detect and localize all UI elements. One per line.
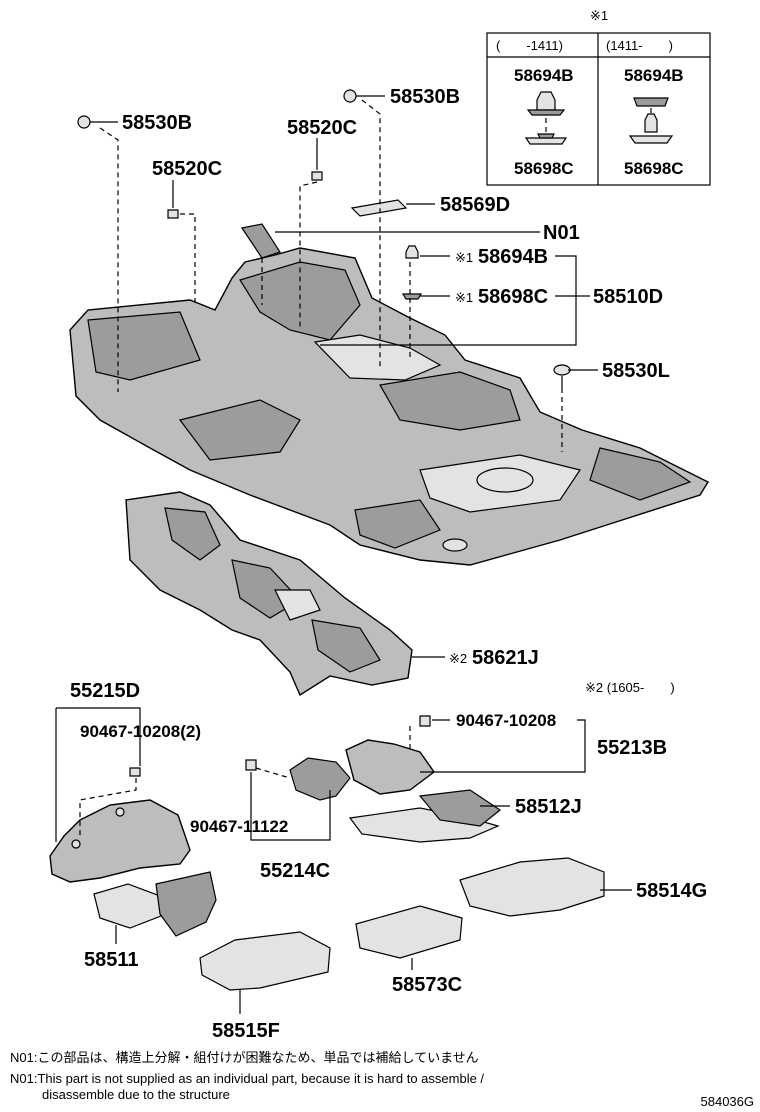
inset-table: ※1 ( -1411) (1411- ) 58694B 58694B 58698… bbox=[486, 8, 711, 186]
inset-col2-top: 58694B bbox=[624, 66, 684, 85]
note-n01-japanese: N01:この部品は、構造上分解・組付けが困難なため、単品では補給していません bbox=[10, 1050, 479, 1065]
clip-old-icon bbox=[524, 91, 568, 145]
silencer-58621J bbox=[125, 491, 413, 697]
callout-90467-10208: 90467-10208 bbox=[456, 711, 556, 730]
floor-carpet-58510D bbox=[69, 247, 709, 566]
callout-58698C-mark: ※1 bbox=[455, 290, 473, 305]
callout-58573C: 58573C bbox=[392, 974, 462, 996]
lower-parts bbox=[49, 715, 605, 991]
callout-58520C-top: 58520C bbox=[287, 117, 357, 139]
callout-58694B: 58694B bbox=[478, 246, 548, 268]
callout-58621J-mark: ※2 bbox=[449, 651, 467, 666]
lower-leaders bbox=[55, 707, 632, 1014]
callout-55214C: 55214C bbox=[260, 860, 330, 882]
callout-58520C-left: 58520C bbox=[152, 158, 222, 180]
inset-col2-bottom: 58698C bbox=[624, 159, 684, 178]
inset-col1-top: 58694B bbox=[514, 66, 574, 85]
note-2-range: ※2 (1605- ) bbox=[585, 680, 675, 695]
clip-new-icon bbox=[628, 97, 674, 144]
clips-top bbox=[77, 89, 571, 388]
note-n01-english-line1: N01:This part is not supplied as an indi… bbox=[10, 1071, 485, 1086]
inset-title: ※1 bbox=[590, 8, 608, 23]
leader-lines bbox=[275, 231, 598, 658]
callout-58512J: 58512J bbox=[515, 796, 582, 818]
inset-col1-bottom: 58698C bbox=[514, 159, 574, 178]
callout-58514G: 58514G bbox=[636, 880, 707, 902]
dashed-leaders bbox=[99, 99, 563, 452]
callout-N01: N01 bbox=[543, 222, 580, 244]
inset-col1-header: ( -1411) bbox=[496, 38, 563, 53]
callout-58530B-left: 58530B bbox=[122, 112, 192, 134]
callout-58510D: 58510D bbox=[593, 286, 663, 308]
callout-58621J: 58621J bbox=[472, 647, 539, 669]
callout-55215D: 55215D bbox=[70, 680, 140, 702]
inset-col2-header: (1411- ) bbox=[606, 38, 673, 53]
diagram-code: 584036G bbox=[700, 1094, 755, 1109]
callout-58694B-mark: ※1 bbox=[455, 250, 473, 265]
callout-58530B-top: 58530B bbox=[390, 86, 460, 108]
note-n01-english-line2: disassemble due to the structure bbox=[42, 1087, 230, 1102]
callout-58530L: 58530L bbox=[602, 360, 670, 382]
callout-58569D: 58569D bbox=[440, 194, 510, 216]
callout-58511: 58511 bbox=[84, 949, 139, 971]
callout-55213B: 55213B bbox=[597, 737, 667, 759]
callout-90467-11122: 90467-11122 bbox=[190, 817, 288, 836]
callout-58515F: 58515F bbox=[212, 1020, 280, 1042]
callout-58698C: 58698C bbox=[478, 286, 548, 308]
callout-90467-10208-2: 90467-10208(2) bbox=[80, 722, 201, 741]
